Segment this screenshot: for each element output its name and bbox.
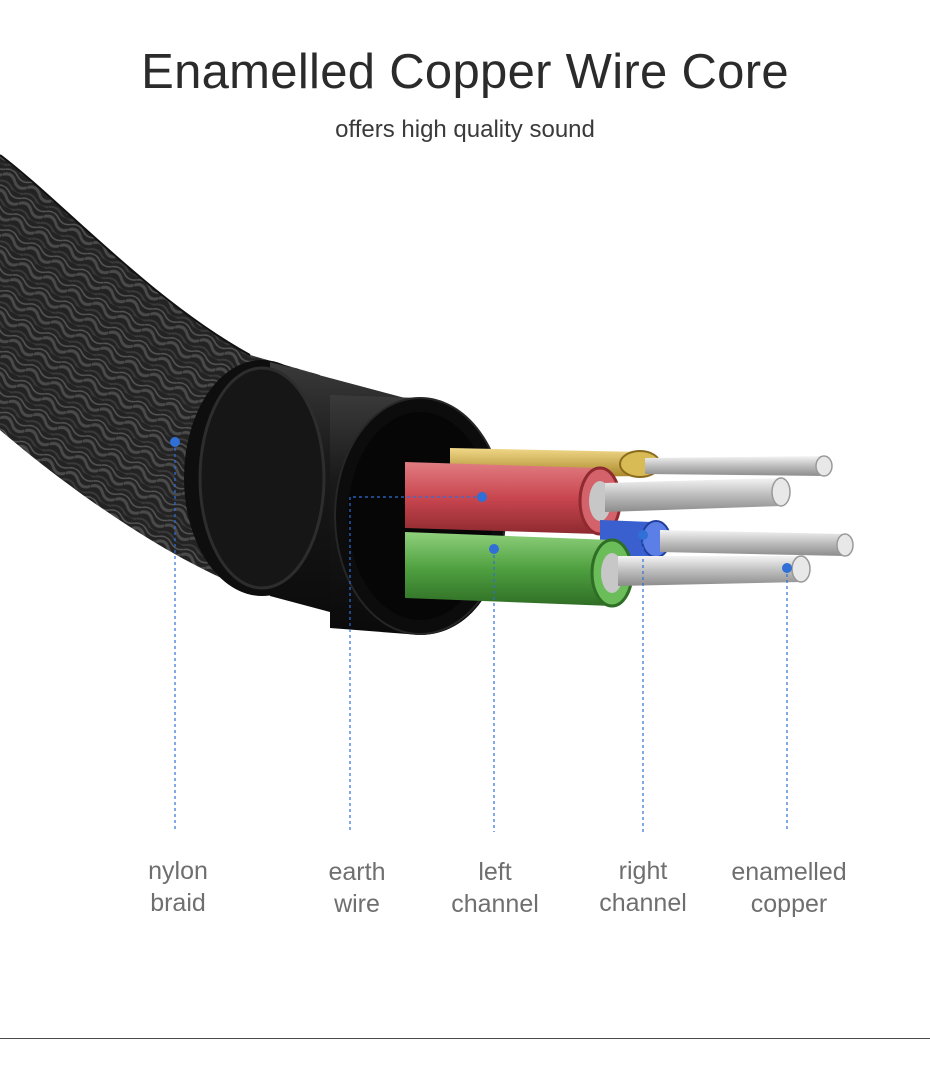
leader-dot-right-channel xyxy=(638,530,648,540)
label-enamelled-copper: enamelled copper xyxy=(709,856,869,920)
label-left-channel: left channel xyxy=(415,856,575,920)
label-left-channel-line1: left xyxy=(478,858,512,886)
left-channel-wire xyxy=(405,532,633,606)
label-right-channel-line2: channel xyxy=(599,889,687,917)
label-nylon-braid-line2: braid xyxy=(150,889,206,917)
leader-dot-left-channel xyxy=(489,544,499,554)
leader-dot-nylon-braid xyxy=(170,437,180,447)
leader-dot-enamelled-copper xyxy=(782,563,792,573)
label-right-channel-line1: right xyxy=(618,857,668,885)
label-enamelled-copper-line2: copper xyxy=(750,890,828,918)
leader-line-earth-wire xyxy=(349,496,482,832)
label-enamelled-copper-line1: enamelled xyxy=(731,858,847,886)
page-subtitle: offers high quality sound xyxy=(335,116,595,143)
label-nylon-braid: nylon braid xyxy=(98,855,258,919)
label-left-channel-line2: channel xyxy=(451,890,539,918)
earth-wire xyxy=(405,462,621,534)
label-earth-wire-line2: wire xyxy=(334,890,380,918)
bottom-divider xyxy=(0,1038,930,1039)
leader-dot-earth-wire xyxy=(477,492,487,502)
label-earth-wire-line1: earth xyxy=(328,858,386,886)
label-right-channel: right channel xyxy=(563,855,723,919)
label-nylon-braid-line1: nylon xyxy=(148,857,208,885)
label-earth-wire: earth wire xyxy=(277,856,437,920)
page-title: Enamelled Copper Wire Core xyxy=(141,45,789,99)
